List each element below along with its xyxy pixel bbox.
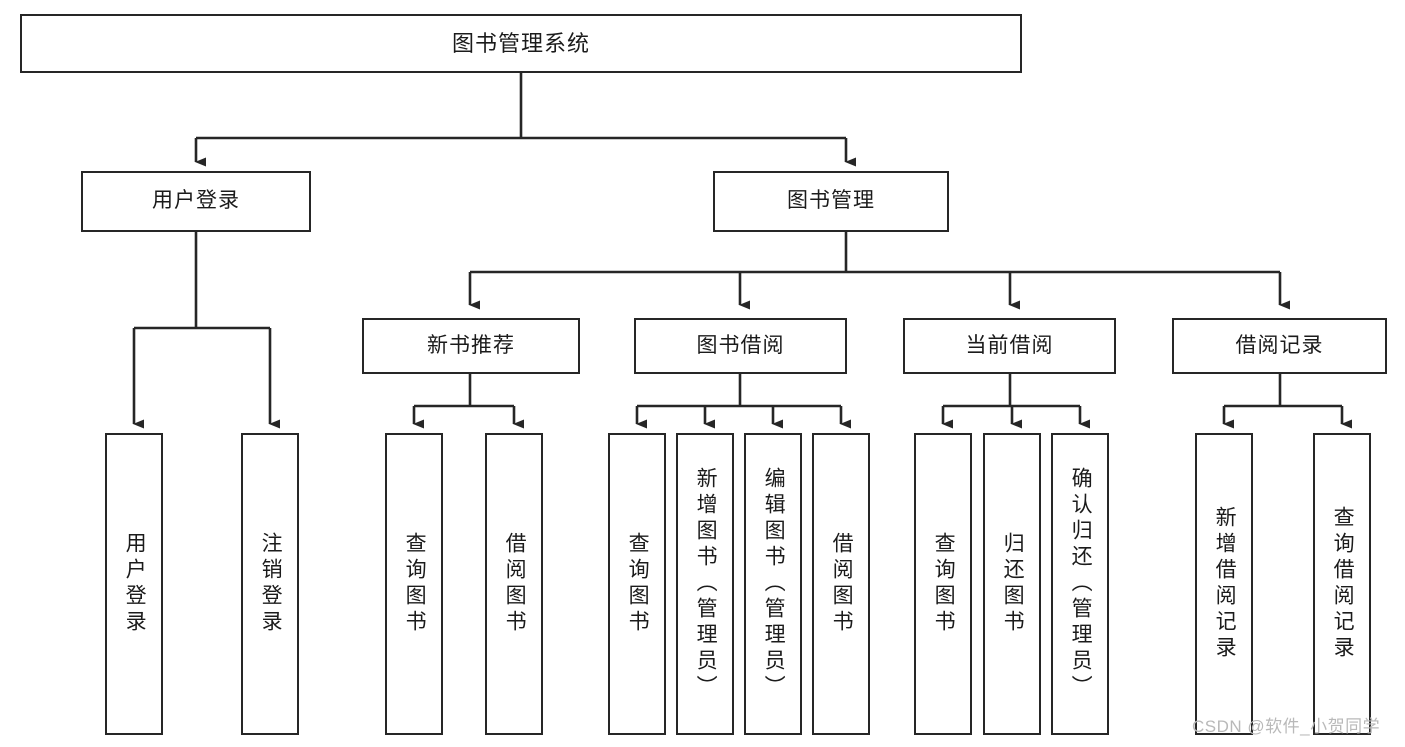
leaf-current-query-book[interactable]: 查询图书 bbox=[914, 433, 972, 735]
leaf-current-confirm-return-admin[interactable]: 确认归还（管理员） bbox=[1051, 433, 1109, 735]
leaf-borrow-edit-book-admin[interactable]: 编辑图书（管理员） bbox=[744, 433, 802, 735]
node-new-book-recommend[interactable]: 新书推荐 bbox=[362, 318, 580, 374]
leaf-records-add-record[interactable]: 新增借阅记录 bbox=[1195, 433, 1253, 735]
node-label: 借阅图书 bbox=[830, 532, 854, 636]
node-borrow-records[interactable]: 借阅记录 bbox=[1172, 318, 1387, 374]
node-label: 借阅记录 bbox=[1235, 333, 1324, 357]
leaf-user-logout[interactable]: 注销登录 bbox=[241, 433, 299, 735]
node-label: 用户登录 bbox=[123, 532, 147, 636]
node-user-login[interactable]: 用户登录 bbox=[81, 171, 311, 232]
leaf-borrow-lend-book[interactable]: 借阅图书 bbox=[812, 433, 870, 735]
node-label: 查询图书 bbox=[403, 532, 427, 636]
node-label: 归还图书 bbox=[1001, 532, 1025, 636]
leaf-newbook-query-book[interactable]: 查询图书 bbox=[385, 433, 443, 735]
node-label: 当前借阅 bbox=[965, 333, 1054, 357]
node-label: 查询图书 bbox=[626, 532, 650, 636]
node-label: 新书推荐 bbox=[427, 333, 515, 357]
node-label: 编辑图书（管理员） bbox=[762, 467, 786, 701]
node-label: 图书管理 bbox=[787, 189, 875, 213]
node-root-system[interactable]: 图书管理系统 bbox=[20, 14, 1022, 73]
node-book-borrow[interactable]: 图书借阅 bbox=[634, 318, 847, 374]
node-label: 查询图书 bbox=[932, 532, 956, 636]
leaf-borrow-query-book[interactable]: 查询图书 bbox=[608, 433, 666, 735]
leaf-user-login[interactable]: 用户登录 bbox=[105, 433, 163, 735]
node-label: 用户登录 bbox=[152, 189, 240, 213]
node-label: 查询借阅记录 bbox=[1331, 506, 1355, 662]
leaf-newbook-borrow-book[interactable]: 借阅图书 bbox=[485, 433, 543, 735]
node-label: 借阅图书 bbox=[503, 532, 527, 636]
watermark-text: CSDN @软件_小贺同学 bbox=[1192, 717, 1381, 736]
leaf-current-return-book[interactable]: 归还图书 bbox=[983, 433, 1041, 735]
leaf-records-query-record[interactable]: 查询借阅记录 bbox=[1313, 433, 1371, 735]
leaf-borrow-add-book-admin[interactable]: 新增图书（管理员） bbox=[676, 433, 734, 735]
node-label: 确认归还（管理员） bbox=[1069, 467, 1093, 701]
node-book-management[interactable]: 图书管理 bbox=[713, 171, 949, 232]
node-label: 图书管理系统 bbox=[451, 30, 590, 56]
node-label: 图书借阅 bbox=[696, 333, 785, 357]
node-label: 注销登录 bbox=[259, 532, 283, 636]
node-label: 新增图书（管理员） bbox=[694, 467, 718, 701]
node-current-borrow[interactable]: 当前借阅 bbox=[903, 318, 1116, 374]
node-label: 新增借阅记录 bbox=[1213, 506, 1237, 662]
